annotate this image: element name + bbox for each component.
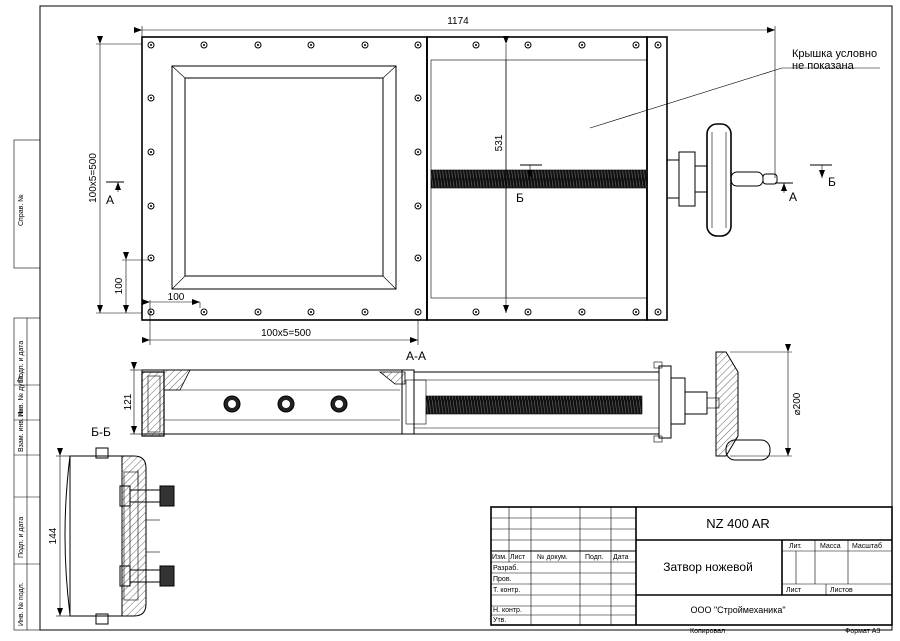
section-aa bbox=[141, 351, 771, 461]
dim-overall-width: 1174 bbox=[447, 16, 469, 27]
row-label-nkontr: Н. контр. bbox=[493, 607, 522, 614]
side-stamp-spravno: Справ. № bbox=[18, 194, 25, 226]
bolt-center bbox=[475, 44, 477, 46]
title-designation: NZ 400 AR bbox=[706, 516, 770, 531]
bolt-center bbox=[581, 311, 583, 313]
dim-edge-offset-vertical: 100 bbox=[114, 277, 125, 294]
col-header-izm: Изм. bbox=[492, 554, 507, 561]
flange-bolts bbox=[147, 41, 662, 316]
section-bb-title: Б-Б bbox=[91, 425, 111, 439]
cut-b-left-label: Б bbox=[516, 191, 524, 205]
side-stamp-inv-podl: Инв. № подл. bbox=[18, 582, 25, 626]
row-label-prov: Пров. bbox=[493, 576, 512, 583]
bolt-center bbox=[150, 97, 152, 99]
title-product-name: Затвор ножевой bbox=[663, 560, 753, 574]
plan-dimensions bbox=[96, 26, 880, 345]
bolt-center bbox=[150, 44, 152, 46]
bolt-center bbox=[417, 44, 419, 46]
bolt-center bbox=[635, 44, 637, 46]
title-company: ООО "Строймеханика" bbox=[690, 605, 785, 615]
row-label-tkontr: Т. контр. bbox=[493, 587, 520, 594]
handwheel-plan bbox=[666, 123, 778, 237]
bolt-center bbox=[657, 311, 659, 313]
dim-side-height: 121 bbox=[123, 393, 134, 410]
dim-edge-offset-horizontal: 100 bbox=[168, 292, 185, 303]
side-stamp-vzam: Взам. инв. № bbox=[18, 409, 25, 452]
title-block-grid bbox=[490, 506, 893, 626]
bolt-center bbox=[150, 205, 152, 207]
side-stamp-podp1: Подп. и дата bbox=[18, 341, 25, 382]
cut-a-left-label: А bbox=[106, 193, 114, 207]
col-header-dokum: № докум. bbox=[537, 554, 568, 561]
bolt-center bbox=[581, 44, 583, 46]
bolt-center bbox=[203, 311, 205, 313]
col-header-list: Лист bbox=[510, 554, 526, 561]
bolt-center bbox=[150, 311, 152, 313]
bolt-center bbox=[310, 44, 312, 46]
section-aa-dimensions bbox=[130, 344, 792, 457]
label-sheet: Лист bbox=[786, 587, 802, 594]
bolt-center bbox=[203, 44, 205, 46]
dim-handwheel-diameter: ⌀200 bbox=[792, 392, 803, 415]
bolt-center bbox=[417, 97, 419, 99]
side-stamp-inv-dubl: Инв. № дубл. bbox=[17, 374, 25, 417]
dim-height-label: 531 bbox=[494, 134, 505, 151]
bolt-center bbox=[310, 311, 312, 313]
bolt-center bbox=[657, 44, 659, 46]
bolt-center bbox=[364, 44, 366, 46]
side-stamp-podp2: Подп. и дата bbox=[18, 517, 25, 558]
section-bb bbox=[64, 447, 175, 625]
plan-view bbox=[141, 36, 668, 321]
bolt-center bbox=[527, 44, 529, 46]
label-sheets: Листов bbox=[830, 587, 853, 594]
bolt-center bbox=[150, 151, 152, 153]
bolt-center bbox=[475, 311, 477, 313]
bolt-center bbox=[257, 311, 259, 313]
label-lit: Лит. bbox=[789, 543, 802, 550]
footer-copied: Копировал bbox=[690, 628, 725, 635]
bolt-center bbox=[417, 311, 419, 313]
bolt-center bbox=[527, 311, 529, 313]
bolt-center bbox=[417, 257, 419, 259]
sheet-frame bbox=[13, 5, 893, 631]
label-mass: Масса bbox=[820, 543, 841, 550]
cut-a-right-label: А bbox=[789, 190, 797, 204]
row-label-razrab: Разраб. bbox=[493, 564, 518, 572]
dim-section-height: 144 bbox=[48, 527, 59, 544]
row-label-utv: Утв. bbox=[493, 617, 506, 624]
bolt-center bbox=[150, 257, 152, 259]
col-header-podp: Подп. bbox=[585, 554, 604, 561]
label-scale: Масштаб bbox=[852, 542, 882, 550]
cover-note-line2: не показана bbox=[792, 60, 855, 72]
bolt-center bbox=[364, 311, 366, 313]
dim-bolt-pitch-horizontal: 100x5=500 bbox=[261, 328, 311, 339]
footer-format: Формат А3 bbox=[845, 628, 880, 635]
bolt-center bbox=[257, 44, 259, 46]
dim-bolt-pitch-vertical: 100x5=500 bbox=[88, 153, 99, 203]
cut-b-right-label: Б bbox=[828, 175, 836, 189]
bolt-center bbox=[417, 205, 419, 207]
col-header-data: Дата bbox=[613, 554, 629, 561]
bolt-center bbox=[635, 311, 637, 313]
cover-note-line1: Крышка условно bbox=[792, 48, 877, 60]
bolt-center bbox=[417, 151, 419, 153]
section-bb-dimensions bbox=[56, 448, 70, 617]
section-aa-title: А-А bbox=[406, 349, 426, 363]
